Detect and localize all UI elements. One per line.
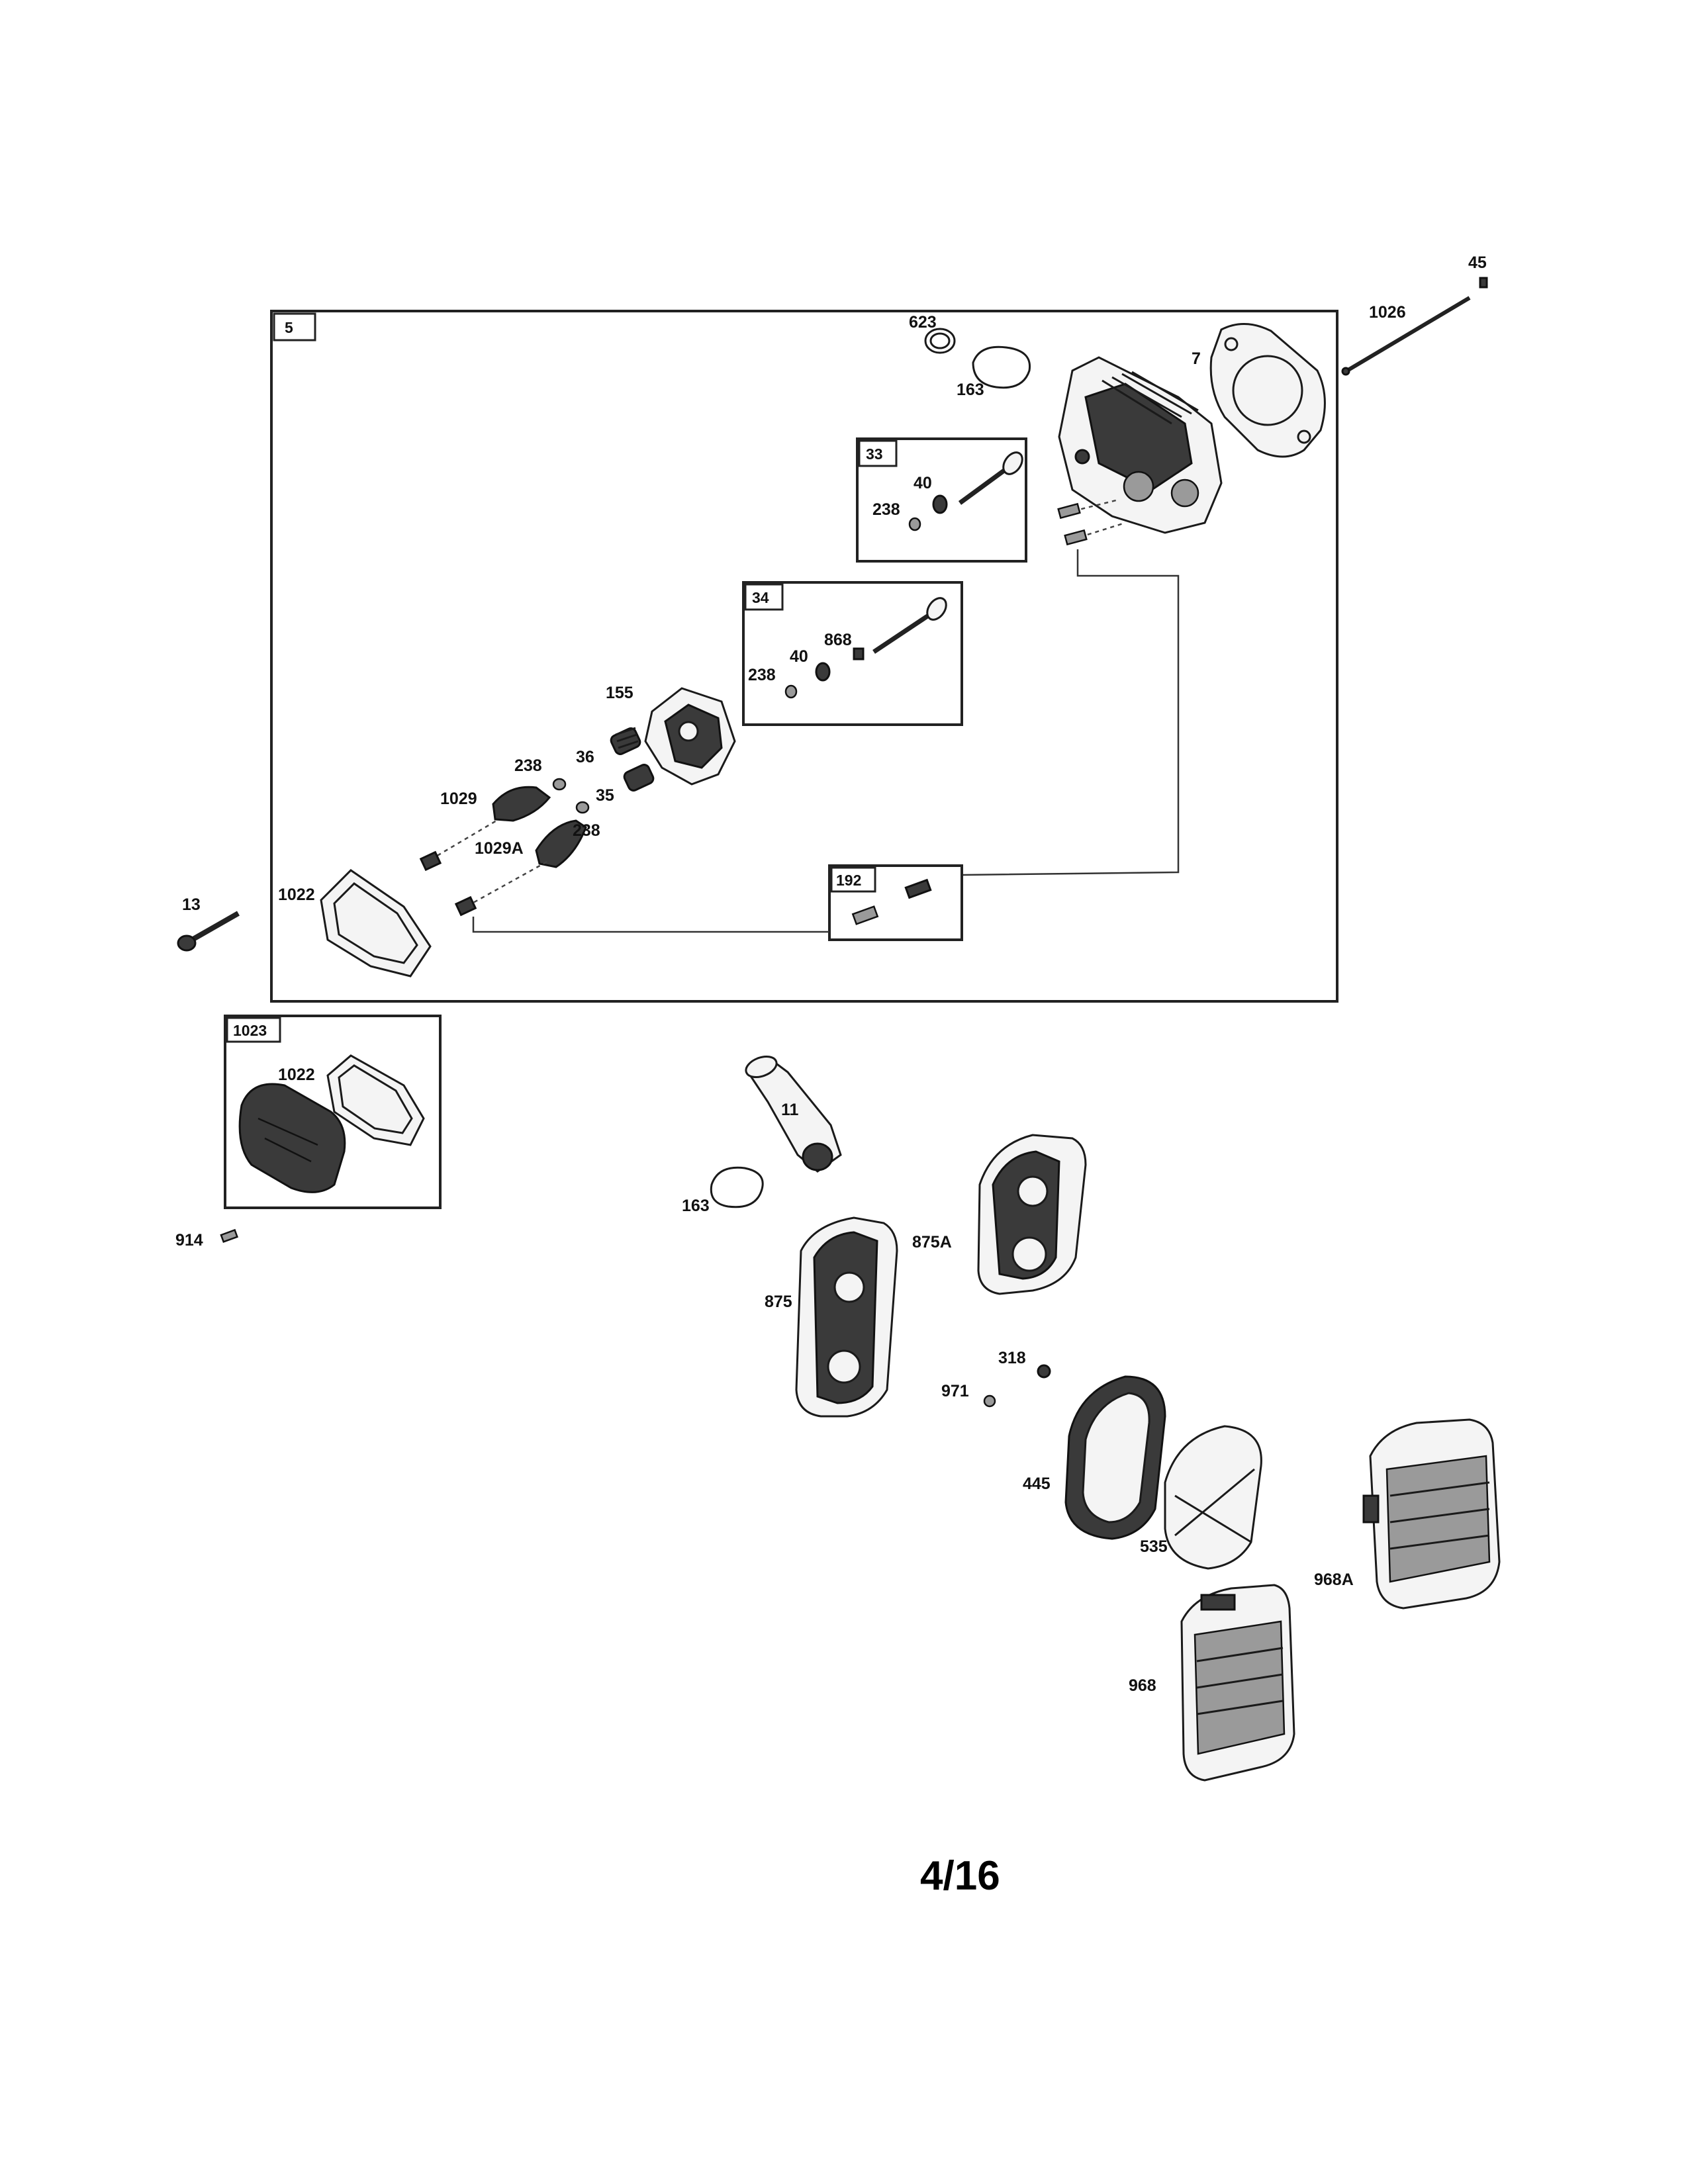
part-label-238-c: 238 (514, 756, 542, 775)
air-filter-base-875-icon (795, 1216, 898, 1418)
screw-914-icon (220, 1228, 238, 1244)
part-label-445: 445 (1023, 1475, 1051, 1493)
air-cleaner-cover-968-icon (1180, 1584, 1295, 1782)
screw-971-icon (983, 1394, 996, 1408)
part-label-40-a: 40 (914, 474, 932, 492)
head-gasket-7-icon (1209, 323, 1326, 458)
rocker-stud-icon (419, 502, 1088, 917)
part-label-238-a: 238 (872, 500, 900, 519)
pre-cleaner-535-icon (1164, 1425, 1262, 1570)
gasket-163-icon (972, 345, 1031, 389)
kit-number-box-192 (830, 866, 876, 893)
valve-kit-34-frame (742, 581, 963, 726)
part-label-13: 13 (182, 895, 201, 914)
kit-number-192: 192 (836, 872, 861, 889)
kit-192-leader-line-right (962, 549, 1180, 876)
part-label-36: 36 (576, 748, 594, 766)
part-label-875: 875 (765, 1293, 792, 1311)
gasket-163-lower-icon (710, 1166, 764, 1208)
rocker-arm-1029-icon (492, 786, 551, 822)
part-label-1029A: 1029A (475, 839, 524, 858)
bolt-13-icon (177, 911, 240, 952)
part-label-40-b: 40 (790, 647, 808, 666)
stud-dashed-line-2 (459, 859, 550, 911)
stud-dashed-line-1 (423, 819, 497, 865)
air-filter-445-icon (1064, 1375, 1166, 1540)
valve-spring-35-icon (623, 764, 655, 792)
air-filter-base-875A-icon (977, 1134, 1087, 1295)
page-number: 4/16 (920, 1853, 1000, 1899)
gasket-1022-icon (320, 869, 432, 978)
valve-cover-gasket-1022-icon (326, 1054, 425, 1146)
valve-cover-icon (238, 1083, 346, 1193)
part-label-968A: 968A (1314, 1570, 1354, 1589)
part-label-1022-b: 1022 (278, 1066, 315, 1084)
gasket-623-icon (924, 328, 956, 354)
stud-192-icon (851, 878, 932, 925)
part-label-7: 7 (1192, 349, 1201, 368)
valve-33-icon (908, 451, 1023, 531)
part-label-11: 11 (781, 1101, 799, 1119)
kit-number-box-5 (273, 312, 316, 341)
part-label-875A: 875A (912, 1233, 952, 1251)
valve-spring-36-icon (610, 727, 641, 755)
valve-kit-33-frame (856, 437, 1027, 563)
part-label-968: 968 (1129, 1676, 1156, 1695)
stud-kit-192-frame (828, 864, 963, 941)
kit-192-leader-line-left (472, 917, 829, 933)
valve-cover-kit-1023-frame (224, 1015, 442, 1209)
part-label-155: 155 (606, 684, 633, 702)
kit-number-33: 33 (866, 445, 883, 463)
intake-elbow-11-icon (745, 1055, 842, 1173)
nut-318-icon (1037, 1364, 1051, 1379)
retainer-238-icon (552, 778, 590, 814)
rocker-arm-1029A-icon (535, 819, 587, 868)
part-label-45: 45 (1468, 253, 1487, 272)
rocker-plate-155-icon (644, 687, 736, 786)
part-label-868: 868 (824, 631, 852, 649)
valve-34-icon (784, 597, 947, 699)
kit-number-5: 5 (285, 319, 293, 336)
part-label-535: 535 (1140, 1537, 1168, 1556)
part-label-238-b: 238 (748, 666, 776, 684)
kit-number-1023: 1023 (233, 1022, 267, 1039)
kit-number-box-1023 (226, 1017, 281, 1043)
part-label-318: 318 (998, 1349, 1026, 1367)
part-label-971: 971 (941, 1382, 969, 1400)
part-label-238-d: 238 (573, 821, 600, 840)
kit-number-box-34 (744, 583, 784, 611)
long-bolt-1026-icon (1341, 296, 1471, 376)
part-label-163-top: 163 (957, 381, 984, 399)
part-label-163-lower: 163 (682, 1197, 710, 1215)
air-cleaner-cover-968A-icon (1362, 1418, 1501, 1610)
part-label-35: 35 (596, 786, 614, 805)
kit-number-box-33 (858, 439, 898, 467)
part-label-623: 623 (909, 313, 937, 332)
kit-number-34: 34 (752, 589, 769, 606)
part-label-914: 914 (175, 1231, 203, 1250)
part-label-1026: 1026 (1369, 303, 1406, 322)
part-label-1022-a: 1022 (278, 886, 315, 904)
part-label-1029: 1029 (440, 790, 477, 808)
cylinder-head-kit-frame (270, 310, 1338, 1003)
nut-45-icon (1479, 277, 1488, 289)
cylinder-head-icon (1058, 356, 1223, 534)
